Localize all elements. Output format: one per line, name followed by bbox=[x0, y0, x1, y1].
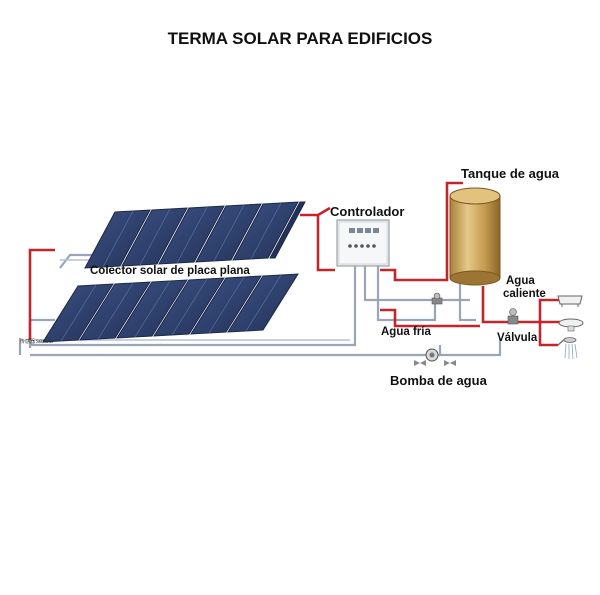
valve-icon bbox=[431, 292, 443, 305]
tank-label: Tanque de agua bbox=[461, 166, 560, 181]
shower-icon bbox=[557, 337, 578, 360]
hot-water-label-line1: Agua bbox=[506, 275, 535, 287]
water-tank-icon bbox=[449, 187, 501, 286]
sink-icon bbox=[558, 318, 584, 332]
cold-water-label: Agua fría bbox=[381, 326, 431, 338]
controller-label: Controlador bbox=[330, 204, 404, 219]
controller-box-icon bbox=[336, 219, 390, 267]
pump-icon bbox=[414, 348, 456, 366]
solar-panel-row-bottom bbox=[42, 273, 299, 343]
bathtub-icon bbox=[557, 295, 583, 307]
hot-water-label-line2: caliente bbox=[503, 288, 546, 300]
pump-label: Bomba de agua bbox=[390, 373, 488, 388]
page-title: TERMA SOLAR PARA EDIFICIOS bbox=[168, 29, 433, 48]
collector-label: Colector solar de placa plana bbox=[90, 265, 250, 277]
solar-panel-icon bbox=[42, 273, 299, 343]
solar-panel-row-top bbox=[84, 201, 306, 269]
valve-icon bbox=[507, 308, 519, 325]
cold-pipes bbox=[18, 253, 502, 357]
valve-label: Válvula bbox=[497, 332, 538, 344]
sensor-label: sensor bbox=[36, 339, 54, 345]
sensor-tag: 传感器 bbox=[20, 338, 35, 345]
solar-panel-icon bbox=[84, 201, 306, 269]
